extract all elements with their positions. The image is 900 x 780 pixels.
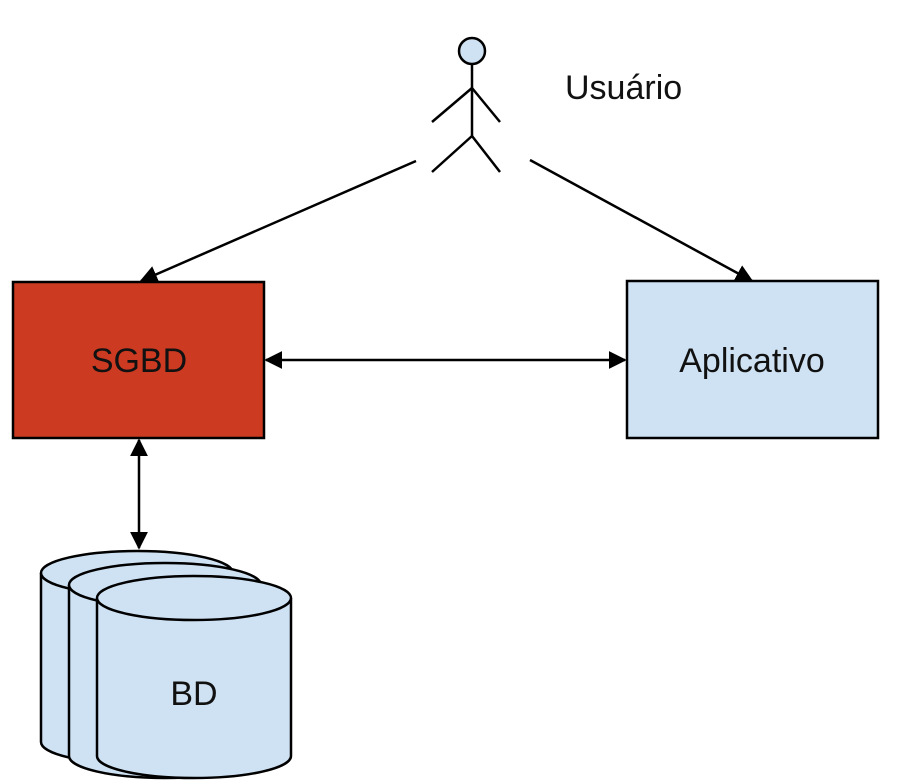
sgbd-box: SGBD <box>11 280 266 440</box>
user-actor-icon <box>431 36 501 173</box>
actor-head <box>457 36 487 66</box>
db-label: BD <box>170 675 217 713</box>
actor-leg-left <box>431 135 473 173</box>
database-stack-icon: BD <box>39 549 293 780</box>
actor-leg-right <box>471 135 501 173</box>
actor-arm-left <box>431 87 473 123</box>
app-box: Aplicativo <box>625 279 880 440</box>
arrow-user-to-app <box>529 158 754 283</box>
actor-label: Usuário <box>565 69 682 107</box>
database-cylinder-front <box>95 574 293 780</box>
app-label: Aplicativo <box>679 342 825 380</box>
sgbd-label: SGBD <box>91 342 187 380</box>
arrow-user-to-sgbd <box>139 159 417 283</box>
actor-arm-right <box>471 87 501 123</box>
